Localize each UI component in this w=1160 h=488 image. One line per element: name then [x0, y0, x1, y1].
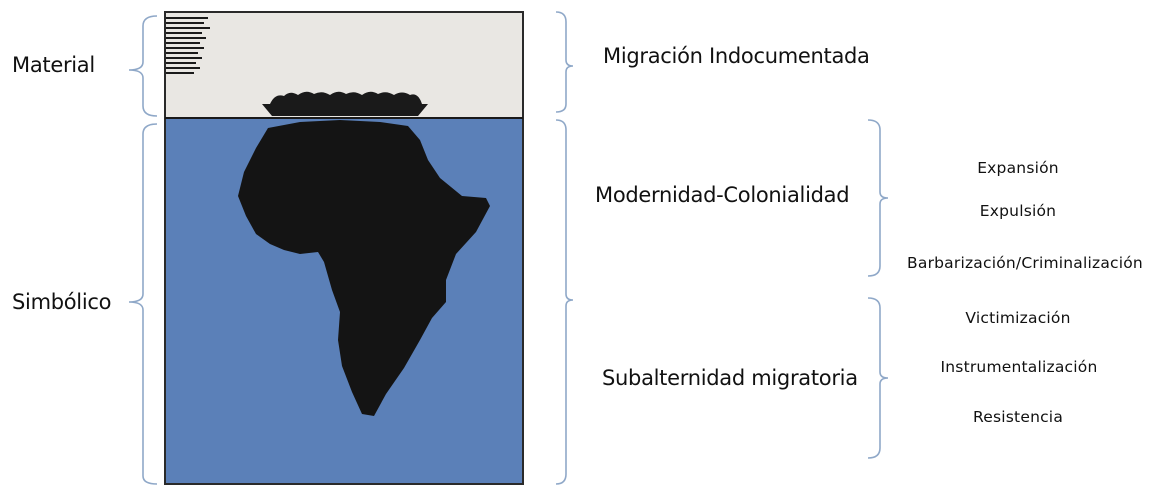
label-simbolico: Simbólico [12, 290, 112, 314]
label-material: Material [12, 53, 95, 77]
hatch-marks [166, 17, 210, 74]
right-brackets [867, 119, 889, 459]
label-barbarizacion-criminalizacion: Barbarización/Criminalización [907, 254, 1143, 272]
label-subalternidad-migratoria: Subalternidad migratoria [602, 366, 858, 390]
migrant-boat [262, 91, 428, 116]
africa-continent [238, 120, 490, 416]
label-expulsion: Expulsión [979, 202, 1057, 220]
label-instrumentalizacion: Instrumentalización [940, 358, 1098, 376]
left-brackets [128, 15, 158, 485]
label-resistencia: Resistencia [972, 408, 1064, 426]
illustration-frame [164, 11, 524, 485]
label-victimizacion: Victimización [965, 309, 1071, 327]
label-expansion: Expansión [977, 159, 1059, 177]
middle-brackets [555, 11, 574, 485]
label-migracion-indocumentada: Migración Indocumentada [603, 44, 870, 68]
label-modernidad-colonialidad: Modernidad-Colonialidad [595, 183, 850, 207]
